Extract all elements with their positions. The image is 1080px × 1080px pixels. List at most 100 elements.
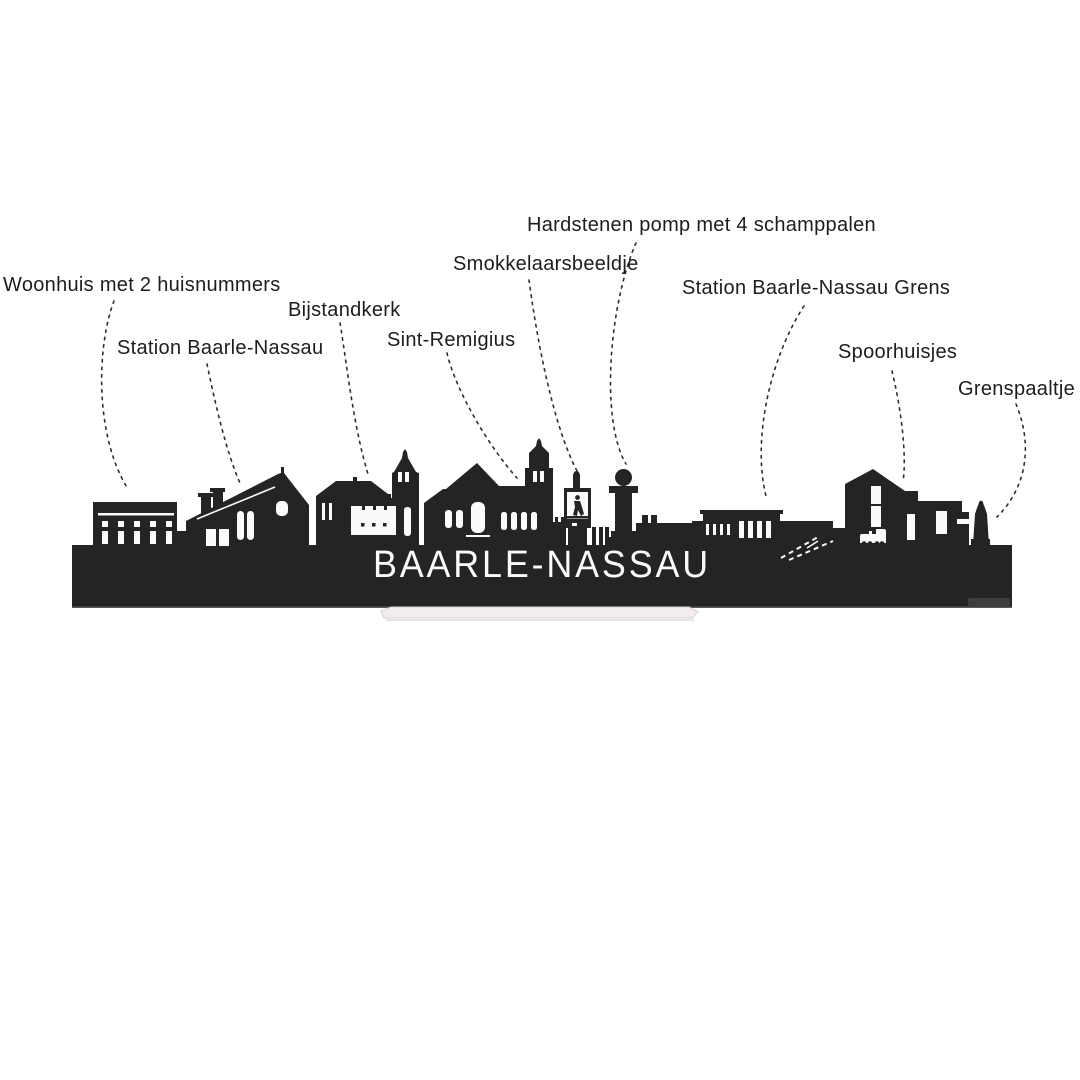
- grens-station-roof: [780, 521, 833, 545]
- pomp-capital: [609, 486, 638, 493]
- station-baarle-nassau-building: [186, 467, 309, 545]
- low-wall: [177, 531, 186, 545]
- remigius-window: [511, 512, 517, 530]
- leader-line-spoorhuisjes: [891, 370, 906, 483]
- grens-station-wing: [692, 521, 704, 545]
- remigius-great-window: [471, 502, 485, 533]
- pomp-foot: [608, 537, 639, 545]
- annotation-smokkelaarsbeeldje: Smokkelaarsbeeldje: [453, 253, 639, 275]
- leader-line-bijstandkerk: [339, 322, 369, 475]
- spoorhuis-step: [962, 512, 969, 545]
- display-stand: [380, 606, 699, 621]
- annotation-station-grens: Station Baarle-Nassau Grens: [682, 277, 951, 299]
- annex-facade-panel: [351, 506, 396, 535]
- chimney: [651, 515, 657, 524]
- pomp-plinth: [611, 531, 636, 537]
- grens-station-windows: [706, 521, 771, 538]
- low-wall: [833, 528, 846, 545]
- annotation-woonhuis: Woonhuis met 2 huisnummers: [3, 274, 281, 296]
- annotation-hardstenen-pomp: Hardstenen pomp met 4 schamppalen: [527, 214, 876, 236]
- sint-remigius-tower: [525, 438, 553, 545]
- station-arched-window: [237, 511, 244, 540]
- engraved-watermark: [968, 598, 1010, 606]
- station-arched-window: [247, 511, 254, 540]
- remigius-window: [445, 510, 452, 528]
- woonhuis-cornice-groove: [98, 513, 174, 516]
- facade-post: [373, 501, 376, 510]
- chimney-cap: [210, 488, 225, 492]
- spoorhuis-window: [871, 506, 881, 527]
- station-roof-groove: [196, 486, 276, 520]
- annotation-station-baarle-nassau: Station Baarle-Nassau: [117, 337, 324, 359]
- remigius-window: [531, 512, 537, 530]
- facade-dot: [361, 523, 365, 527]
- wall-post: [561, 517, 564, 523]
- leader-line-smokkelaarsbeeldje: [528, 279, 578, 472]
- skyline-title-text: BAARLE-NASSAU: [373, 544, 711, 586]
- woonhuis-windows: [102, 521, 172, 544]
- smokkelaars-pedestal: [568, 528, 587, 545]
- remigius-tower-window: [533, 471, 537, 482]
- train-cutout: [860, 529, 886, 543]
- annotation-bijstandkerk: Bijstandkerk: [288, 299, 401, 321]
- schamppaal: [605, 527, 609, 545]
- train-wheel: [879, 541, 885, 546]
- kerk-slit-window: [329, 503, 332, 520]
- facade-dot: [383, 523, 387, 527]
- spoorhuis-window: [936, 511, 947, 534]
- leader-line-station-grens: [760, 305, 805, 497]
- spoorhuis-slit: [957, 519, 969, 524]
- remigius-window: [501, 512, 507, 530]
- leader-line-hardstenen-pomp: [609, 242, 637, 465]
- smokkelaars-top-knob: [573, 471, 580, 477]
- schamppaal: [592, 527, 596, 545]
- facade-post: [384, 501, 387, 510]
- smokkelaars-plaque: [572, 523, 577, 526]
- station-portico-opening: [219, 529, 229, 546]
- pomp-shaft: [615, 492, 632, 533]
- grenspaal-obelisk: [973, 502, 989, 545]
- train-wheel: [874, 541, 880, 546]
- chimney: [642, 515, 648, 524]
- railway-tracks-engraving: [780, 536, 834, 561]
- skyline-silhouette: BAARLE-NASSAU: [72, 438, 1012, 608]
- grenspaal-base: [971, 539, 990, 548]
- remigius-sill-groove: [466, 535, 490, 537]
- train-wheel: [867, 541, 873, 546]
- spoorhuis-door: [907, 514, 915, 540]
- leader-lines: [100, 242, 1027, 518]
- facade-dot: [372, 523, 376, 527]
- smokkelaars-statue-body: [573, 501, 584, 516]
- leader-line-sint-remigius: [446, 352, 518, 479]
- schamppaal: [599, 527, 603, 545]
- leader-line-woonhuis: [100, 300, 129, 490]
- chimney: [201, 496, 211, 514]
- spoorhuis-window: [871, 486, 881, 504]
- annotation-spoorhuisjes: Spoorhuisjes: [838, 341, 958, 363]
- low-wall: [553, 522, 566, 545]
- station-portico-opening: [206, 529, 216, 546]
- annotation-sint-remigius: Sint-Remigius: [387, 329, 516, 351]
- annotation-grenspaaltje: Grenspaaltje: [958, 378, 1075, 400]
- smokkelaars-top-post: [573, 474, 580, 488]
- remigius-window: [521, 512, 527, 530]
- kerk-tower-window: [398, 472, 402, 482]
- facade-post: [362, 501, 365, 510]
- station-gable-window: [276, 501, 288, 516]
- church-door-slit: [404, 507, 411, 536]
- chimney-cap: [198, 493, 213, 497]
- chimney: [213, 491, 223, 509]
- remigius-window: [456, 510, 463, 528]
- stand-strip: [380, 606, 699, 619]
- wall-post: [555, 517, 558, 523]
- kerk-slit-window: [322, 503, 325, 520]
- train-wheel: [861, 541, 867, 546]
- leader-line-station-baarle-nassau: [206, 363, 241, 484]
- kerk-tower-window: [405, 472, 409, 482]
- low-houses: [636, 523, 704, 545]
- smokkelaars-statue-base: [567, 516, 588, 519]
- smokkelaars-statue-head: [575, 495, 580, 500]
- leader-line-grenspaaltje: [996, 403, 1027, 518]
